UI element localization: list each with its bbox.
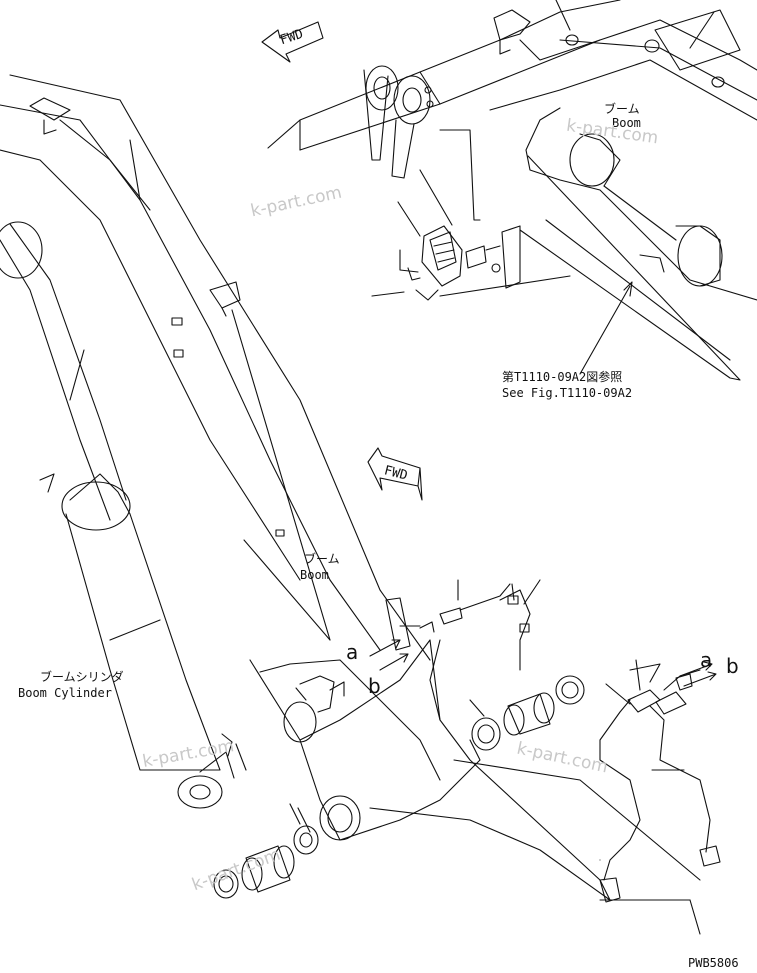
label-ref-en: See Fig.T1110-09A2 — [502, 386, 633, 400]
arrows-ab-left — [369, 639, 409, 671]
boom-cylinder — [0, 221, 235, 809]
label-ref-jp: 第T1110-09A2図参照 — [502, 370, 623, 384]
label-b-left: b — [368, 674, 381, 698]
work-lamp — [371, 201, 571, 301]
pipes-right — [599, 659, 721, 935]
boom-foot — [249, 583, 511, 841]
label-boom-mid-en: Boom — [300, 568, 329, 582]
part-number: PWB5806 — [688, 956, 739, 970]
ref-leader — [579, 281, 633, 375]
label-cylinder-jp: ブームシリンダ — [40, 670, 124, 684]
bushings-right — [469, 675, 585, 751]
label-a-right: a — [700, 648, 713, 672]
label-boom-top-jp: ブーム — [604, 102, 640, 116]
label-a-left: a — [346, 640, 359, 664]
label-boom-mid-jp: ブーム — [304, 552, 340, 566]
leader-lines — [235, 579, 459, 833]
harness — [369, 579, 701, 901]
top-boom-body — [267, 0, 757, 226]
label-boom-top-en: Boom — [612, 116, 641, 130]
label-cylinder-en: Boom Cylinder — [18, 686, 112, 700]
arrows-ab-right — [679, 661, 717, 687]
bushings-left — [213, 803, 319, 899]
label-b-right: b — [726, 654, 739, 678]
fwd-arrow-middle — [367, 447, 423, 501]
top-cylinder — [519, 107, 757, 381]
fwd-arrow-top — [261, 21, 324, 63]
main-boom — [0, 74, 431, 661]
